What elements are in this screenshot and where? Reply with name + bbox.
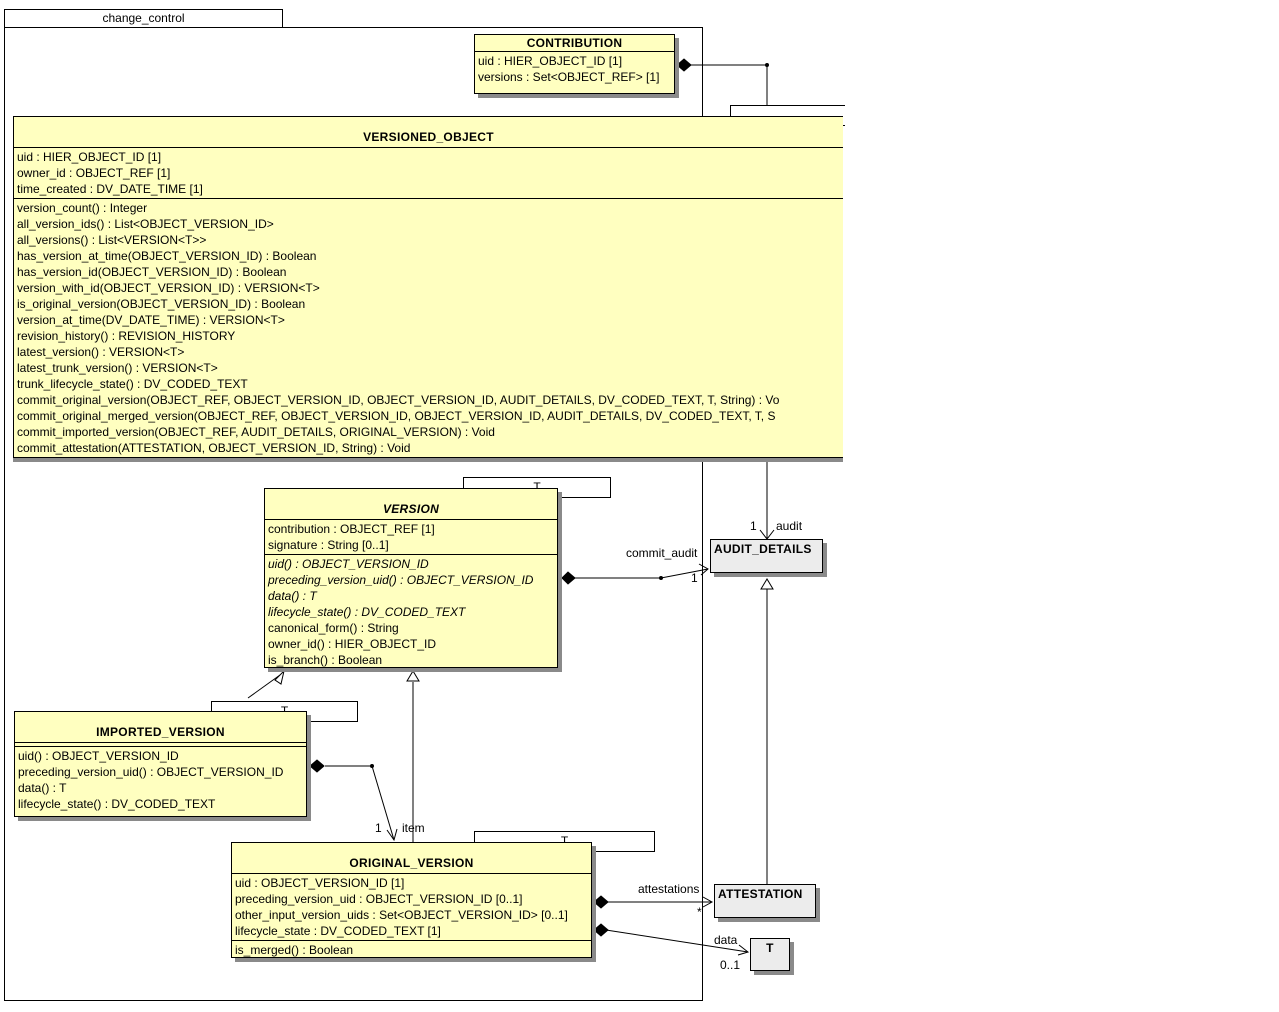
class-name: VERSIONED_OBJECT bbox=[363, 130, 494, 144]
operation: has_version_at_time(OBJECT_VERSION_ID) :… bbox=[17, 249, 317, 263]
class-name: CONTRIBUTION bbox=[526, 36, 623, 50]
operation: uid() : OBJECT_VERSION_ID bbox=[18, 749, 179, 763]
attributes-section: uid : HIER_OBJECT_ID [1] versions : Set<… bbox=[475, 51, 674, 86]
operation: version_with_id(OBJECT_VERSION_ID) : VER… bbox=[17, 281, 320, 295]
operation: preceding_version_uid() : OBJECT_VERSION… bbox=[18, 765, 284, 779]
contribution-diamond bbox=[676, 58, 692, 72]
operation: version_count() : Integer bbox=[17, 201, 148, 215]
class-original-version[interactable]: ORIGINAL_VERSION uid : OBJECT_VERSION_ID… bbox=[231, 842, 592, 958]
attributes-section: uid : HIER_OBJECT_ID [1] owner_id : OBJE… bbox=[14, 147, 843, 198]
class-name: T bbox=[766, 941, 774, 955]
operations-section: uid() : OBJECT_VERSION_ID preceding_vers… bbox=[15, 746, 306, 813]
class-t[interactable]: T bbox=[750, 938, 790, 971]
class-name: IMPORTED_VERSION bbox=[96, 725, 225, 739]
class-versioned-object[interactable]: VERSIONED_OBJECT uid : HIER_OBJECT_ID [1… bbox=[13, 116, 843, 458]
abstract-operation: data() : T bbox=[268, 589, 317, 603]
attribute: signature : String [0..1] bbox=[268, 538, 389, 552]
operation: all_version_ids() : List<OBJECT_VERSION_… bbox=[17, 217, 274, 231]
operation: lifecycle_state() : DV_CODED_TEXT bbox=[18, 797, 216, 811]
class-name: VERSION bbox=[382, 502, 440, 516]
audit-inherit-triangle bbox=[760, 578, 774, 590]
data-multiplicity: 0..1 bbox=[720, 958, 741, 972]
data-role-label: data bbox=[714, 933, 738, 947]
operation: is_branch() : Boolean bbox=[268, 653, 383, 667]
attribute: owner_id : OBJECT_REF [1] bbox=[17, 166, 171, 180]
item-assoc-line bbox=[325, 765, 395, 841]
imported-inherit-line bbox=[247, 674, 281, 699]
operation: latest_trunk_version() : VERSION<T> bbox=[17, 361, 218, 375]
package-frame bbox=[4, 27, 703, 1001]
commit-audit-line bbox=[574, 568, 709, 579]
attestation-diamond bbox=[593, 895, 609, 909]
operation: is_merged() : Boolean bbox=[235, 943, 354, 957]
item-multiplicity: 1 bbox=[375, 821, 382, 835]
attribute: versions : Set<OBJECT_REF> [1] bbox=[478, 70, 660, 84]
operation: commit_original_version(OBJECT_REF, OBJE… bbox=[17, 393, 780, 407]
attribute: uid : OBJECT_VERSION_ID [1] bbox=[235, 876, 405, 890]
attribute: preceding_version_uid : OBJECT_VERSION_I… bbox=[235, 892, 523, 906]
operation: revision_history() : REVISION_HISTORY bbox=[17, 329, 236, 343]
audit-role-label: audit bbox=[776, 519, 803, 533]
operation: trunk_lifecycle_state() : DV_CODED_TEXT bbox=[17, 377, 248, 391]
operation: owner_id() : HIER_OBJECT_ID bbox=[268, 637, 437, 651]
operation: version_at_time(DV_DATE_TIME) : VERSION<… bbox=[17, 313, 285, 327]
contribution-link bbox=[690, 64, 768, 105]
commit-audit-role-label: commit_audit bbox=[626, 546, 698, 560]
operation: is_original_version(OBJECT_VERSION_ID) :… bbox=[17, 297, 306, 311]
attestations-multiplicity: * bbox=[697, 905, 702, 919]
version-inherit-triangle-a bbox=[406, 670, 420, 682]
data-assoc-line bbox=[605, 929, 749, 953]
operations-section: uid() : OBJECT_VERSION_ID preceding_vers… bbox=[265, 554, 557, 667]
operation: commit_imported_version(OBJECT_REF, AUDI… bbox=[17, 425, 495, 439]
data-diamond bbox=[593, 923, 609, 937]
attributes-section: uid : OBJECT_VERSION_ID [1] preceding_ve… bbox=[232, 873, 591, 940]
attestations-role-label: attestations bbox=[638, 882, 700, 896]
operation: all_versions() : List<VERSION<T>> bbox=[17, 233, 207, 247]
class-name: ATTESTATION bbox=[718, 887, 803, 901]
class-name: AUDIT_DETAILS bbox=[714, 542, 812, 556]
operation: commit_attestation(ATTESTATION, OBJECT_V… bbox=[17, 441, 411, 455]
imported-diamond bbox=[309, 759, 325, 773]
attributes-section: contribution : OBJECT_REF [1] signature … bbox=[265, 519, 557, 554]
class-version[interactable]: VERSION contribution : OBJECT_REF [1] si… bbox=[264, 488, 558, 668]
operation: commit_original_merged_version(OBJECT_RE… bbox=[17, 409, 776, 423]
attribute: contribution : OBJECT_REF [1] bbox=[268, 522, 435, 536]
attribute: uid : HIER_OBJECT_ID [1] bbox=[17, 150, 162, 164]
class-imported-version[interactable]: IMPORTED_VERSION uid() : OBJECT_VERSION_… bbox=[14, 711, 307, 817]
abstract-operation: preceding_version_uid() : OBJECT_VERSION… bbox=[268, 573, 534, 587]
operations-section: version_count() : Integer all_version_id… bbox=[14, 198, 843, 457]
class-attestation[interactable]: ATTESTATION bbox=[714, 884, 816, 918]
attribute: uid : HIER_OBJECT_ID [1] bbox=[478, 54, 623, 68]
audit-multiplicity: 1 bbox=[750, 519, 757, 533]
operations-section: is_merged() : Boolean bbox=[232, 940, 591, 957]
attributes-section bbox=[15, 742, 306, 746]
abstract-operation: lifecycle_state() : DV_CODED_TEXT bbox=[268, 605, 466, 619]
abstract-operation: uid() : OBJECT_VERSION_ID bbox=[268, 557, 429, 571]
operation: data() : T bbox=[18, 781, 67, 795]
class-contribution[interactable]: CONTRIBUTION uid : HIER_OBJECT_ID [1] ve… bbox=[474, 34, 675, 94]
version-diamond bbox=[561, 571, 576, 585]
class-audit-details[interactable]: AUDIT_DETAILS bbox=[710, 539, 823, 573]
attribute: other_input_version_uids : Set<OBJECT_VE… bbox=[235, 908, 568, 922]
attribute: lifecycle_state : DV_CODED_TEXT [1] bbox=[235, 924, 441, 938]
commit-audit-multiplicity: 1 bbox=[691, 571, 698, 585]
version-inherit-triangle-b bbox=[274, 669, 285, 685]
operation: latest_version() : VERSION<T> bbox=[17, 345, 185, 359]
attribute: time_created : DV_DATE_TIME [1] bbox=[17, 182, 203, 196]
operation: canonical_form() : String bbox=[268, 621, 399, 635]
operation: has_version_id(OBJECT_VERSION_ID) : Bool… bbox=[17, 265, 287, 279]
class-name: ORIGINAL_VERSION bbox=[349, 856, 474, 870]
item-role-label: item bbox=[402, 821, 425, 835]
